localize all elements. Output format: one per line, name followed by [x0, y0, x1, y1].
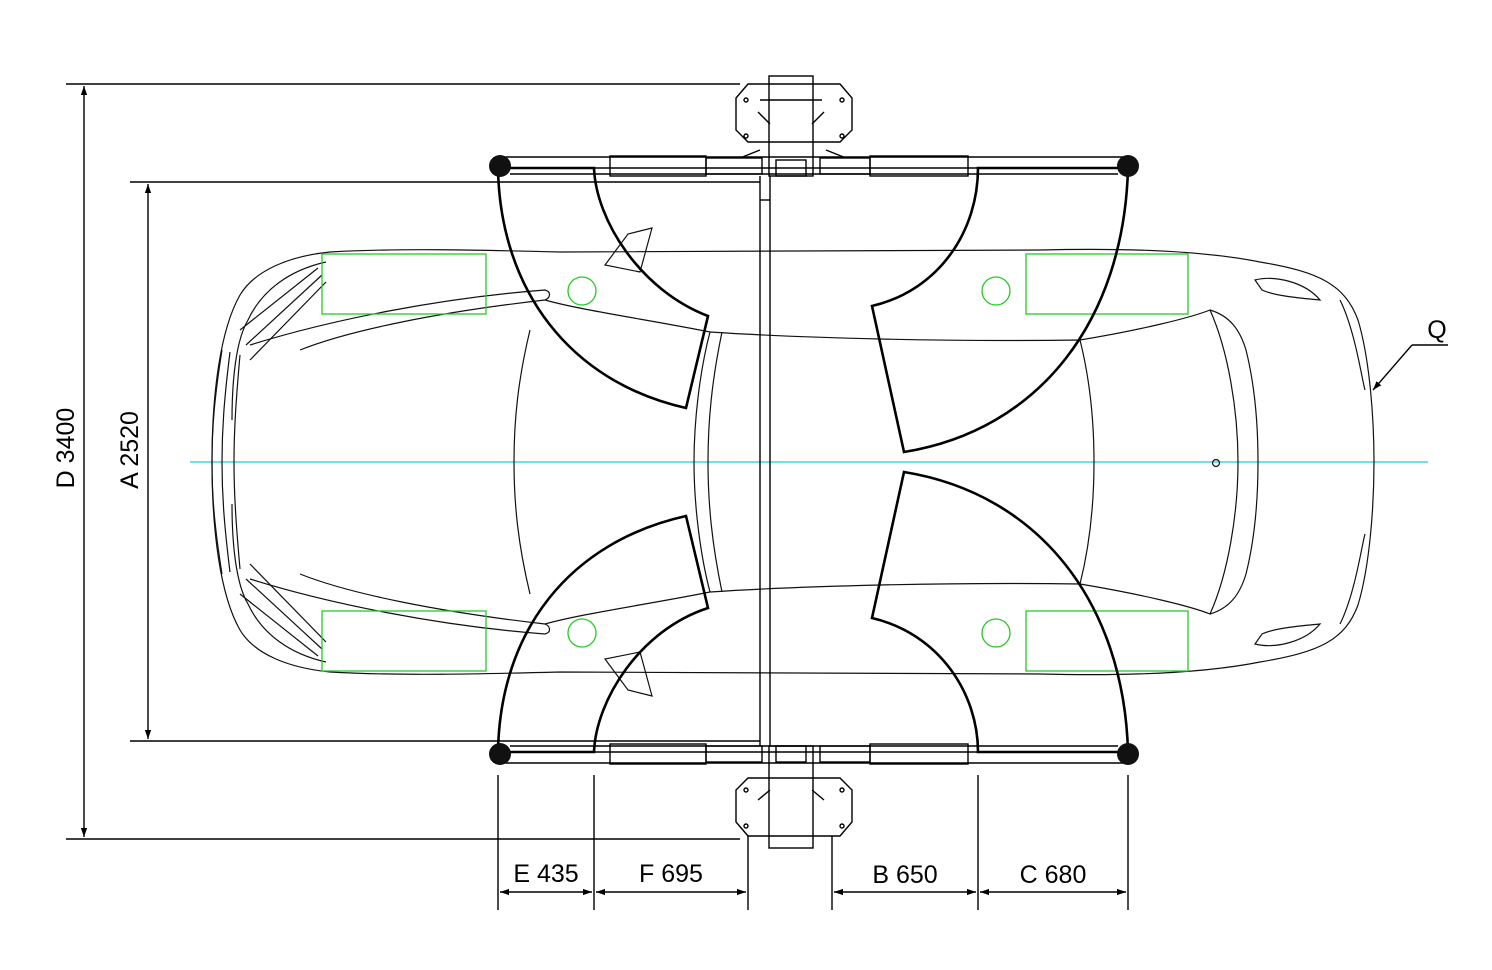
dimension-b-label: B 650: [872, 861, 937, 889]
callout-q-leader: [1372, 344, 1448, 391]
dimension-a: [130, 181, 760, 742]
dimension-f-label: F 695: [639, 860, 703, 888]
dimension-d: [66, 83, 740, 840]
car-outline: [211, 227, 1375, 697]
pickup-points: [321, 253, 1189, 672]
dimension-bottom: [497, 775, 1129, 910]
bottom-arm-beams: [489, 743, 1139, 765]
callout-q-label: Q: [1427, 316, 1446, 344]
top-column: [735, 75, 853, 177]
bottom-column: [735, 745, 853, 849]
dimension-a-label: A 2520: [116, 411, 144, 489]
dimension-c-label: C 680: [1020, 861, 1087, 889]
dimension-e-label: E 435: [513, 860, 578, 888]
lift-arms: [496, 166, 1130, 754]
top-arm-beams: [489, 155, 1139, 177]
dimension-d-label: D 3400: [52, 408, 80, 489]
center-beam: [759, 176, 771, 746]
